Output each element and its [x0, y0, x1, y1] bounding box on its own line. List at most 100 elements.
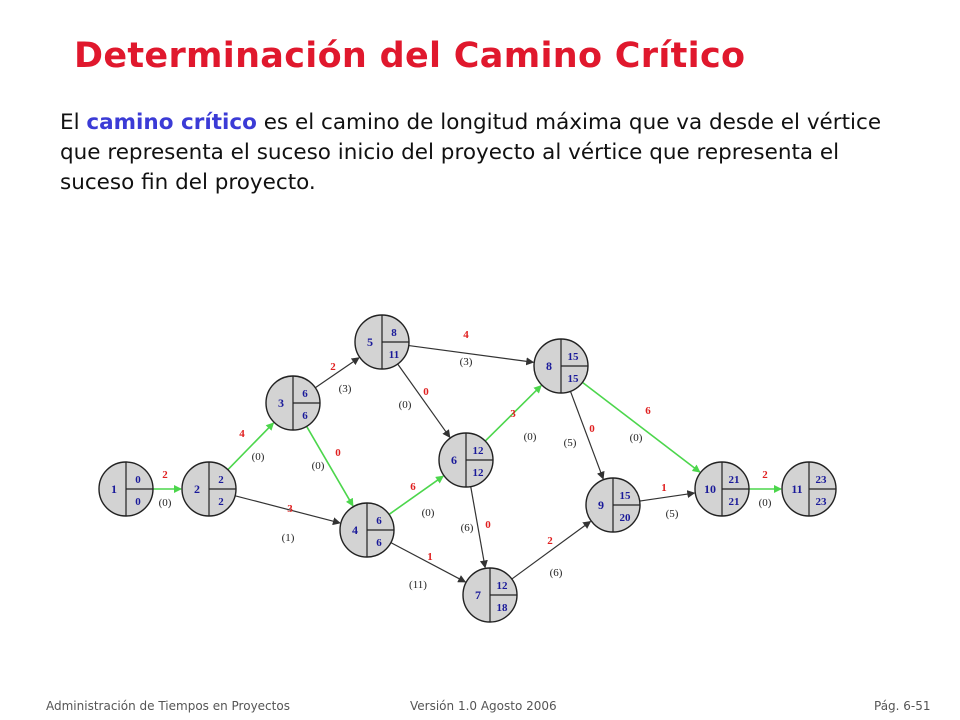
node-early-time: 15: [568, 351, 580, 363]
edge-weight-label: 0: [589, 423, 595, 435]
edge-line: [408, 344, 535, 366]
edge-line: [484, 384, 542, 442]
edge-8-10: 6(0): [581, 381, 701, 473]
edge-weight-label: 6: [645, 405, 651, 417]
edge-8-9: 0 (5): [564, 391, 605, 480]
node-late-time: 20: [620, 512, 632, 524]
node-early-time: 12: [497, 580, 509, 592]
node-id: 8: [546, 359, 552, 373]
edge-2-4: 3 (1): [234, 495, 341, 544]
node-id: 5: [367, 335, 373, 349]
node-early-time: 2: [218, 474, 224, 486]
edge-3-5: 2(3): [314, 357, 360, 395]
edge-line: [397, 363, 451, 439]
edge-line: [511, 520, 592, 580]
edge-weight-label: 4: [463, 329, 469, 341]
edge-10-11: 2 (0): [749, 469, 782, 509]
node-id: 11: [791, 482, 802, 496]
edge-slack-label: (11): [409, 579, 427, 591]
definition-text-start: El: [60, 110, 87, 135]
edge-weight-label: 2: [162, 469, 168, 481]
edge-weight-label: 4: [239, 428, 245, 440]
edge-slack-label: (6): [461, 522, 474, 534]
node-late-time: 15: [568, 373, 580, 385]
node-late-time: 2: [218, 496, 224, 508]
edge-slack-label: (3): [339, 383, 352, 395]
node-id: 4: [352, 523, 358, 537]
node-5: 5 8 11: [354, 314, 410, 370]
node-early-time: 6: [376, 515, 382, 527]
node-late-time: 23: [816, 496, 828, 508]
edge-weight-label: 0: [335, 447, 341, 459]
definition-paragraph: El camino crítico es el camino de longit…: [60, 108, 920, 198]
node-late-time: 6: [302, 410, 308, 422]
edge-line: [569, 391, 605, 480]
edge-line: [234, 495, 341, 526]
edge-weight-label: 0: [423, 386, 429, 398]
node-id: 9: [598, 498, 604, 512]
node-id: 1: [111, 482, 117, 496]
node-4: 4 6 6: [339, 502, 395, 558]
node-id: 3: [278, 396, 284, 410]
node-late-time: 6: [376, 537, 382, 549]
edge-slack-label: (0): [422, 507, 435, 519]
edge-weight-label: 1: [661, 482, 667, 494]
edge-2-3: 4 (0): [227, 422, 275, 471]
node-id: 6: [451, 453, 457, 467]
edge-5-8: 4 (3): [408, 329, 535, 368]
edge-4-6: 6 (0): [388, 475, 444, 519]
node-early-time: 12: [473, 445, 485, 457]
node-early-time: 8: [391, 327, 397, 339]
edge-weight-label: 2: [762, 469, 768, 481]
edge-slack-label: (3): [460, 356, 473, 368]
node-late-time: 12: [473, 467, 485, 479]
edge-line: [314, 357, 360, 389]
footer-page-number: Pág. 6-51: [874, 699, 931, 713]
edge-weight-label: 2: [330, 361, 336, 373]
node-early-time: 0: [135, 474, 141, 486]
edge-weight-label: 6: [410, 481, 416, 493]
node-2: 2 2 2: [181, 461, 237, 517]
edge-slack-label: (1): [282, 532, 295, 544]
node-11: 11 23 23: [781, 461, 837, 517]
critical-path-term: camino crítico: [86, 110, 257, 135]
edge-line: [305, 425, 354, 507]
edge-slack-label: (5): [564, 437, 577, 449]
node-id: 10: [704, 482, 716, 496]
node-late-time: 11: [389, 349, 399, 361]
slide-title: Determinación del Camino Crítico: [74, 36, 746, 76]
node-id: 2: [194, 482, 200, 496]
node-late-time: 0: [135, 496, 141, 508]
node-early-time: 23: [816, 474, 828, 486]
node-3: 3 6 6: [265, 375, 321, 431]
node-8: 8 15 15: [533, 338, 589, 394]
edge-slack-label: (0): [252, 451, 265, 463]
edge-1-2: 2 (0): [153, 469, 182, 509]
edge-weight-label: 2: [547, 535, 553, 547]
node-6: 6 12 12: [438, 432, 494, 488]
edge-slack-label: (0): [399, 399, 412, 411]
edge-weight-label: 3: [287, 503, 293, 515]
edge-6-8: 3(0): [484, 384, 542, 443]
edge-slack-label: (5): [666, 508, 679, 520]
edge-5-6: 0 (0): [397, 363, 451, 439]
edge-line: [227, 422, 275, 471]
node-early-time: 6: [302, 388, 308, 400]
edge-4-7: 1 (11): [390, 542, 467, 591]
edge-line: [639, 490, 696, 502]
edge-weight-label: 3: [510, 408, 516, 420]
edge-line: [470, 486, 488, 569]
edge-9-10: 1 (5): [639, 482, 696, 520]
node-id: 7: [475, 588, 481, 602]
edge-slack-label: (6): [550, 567, 563, 579]
edge-slack-label: (0): [159, 497, 172, 509]
node-early-time: 21: [729, 474, 740, 486]
edge-slack-label: (0): [759, 497, 772, 509]
edge-6-7: 0(6): [461, 486, 491, 569]
edge-weight-label: 1: [427, 551, 433, 563]
edge-7-9: 2 (6): [511, 520, 592, 580]
edge-slack-label: (0): [312, 460, 325, 472]
